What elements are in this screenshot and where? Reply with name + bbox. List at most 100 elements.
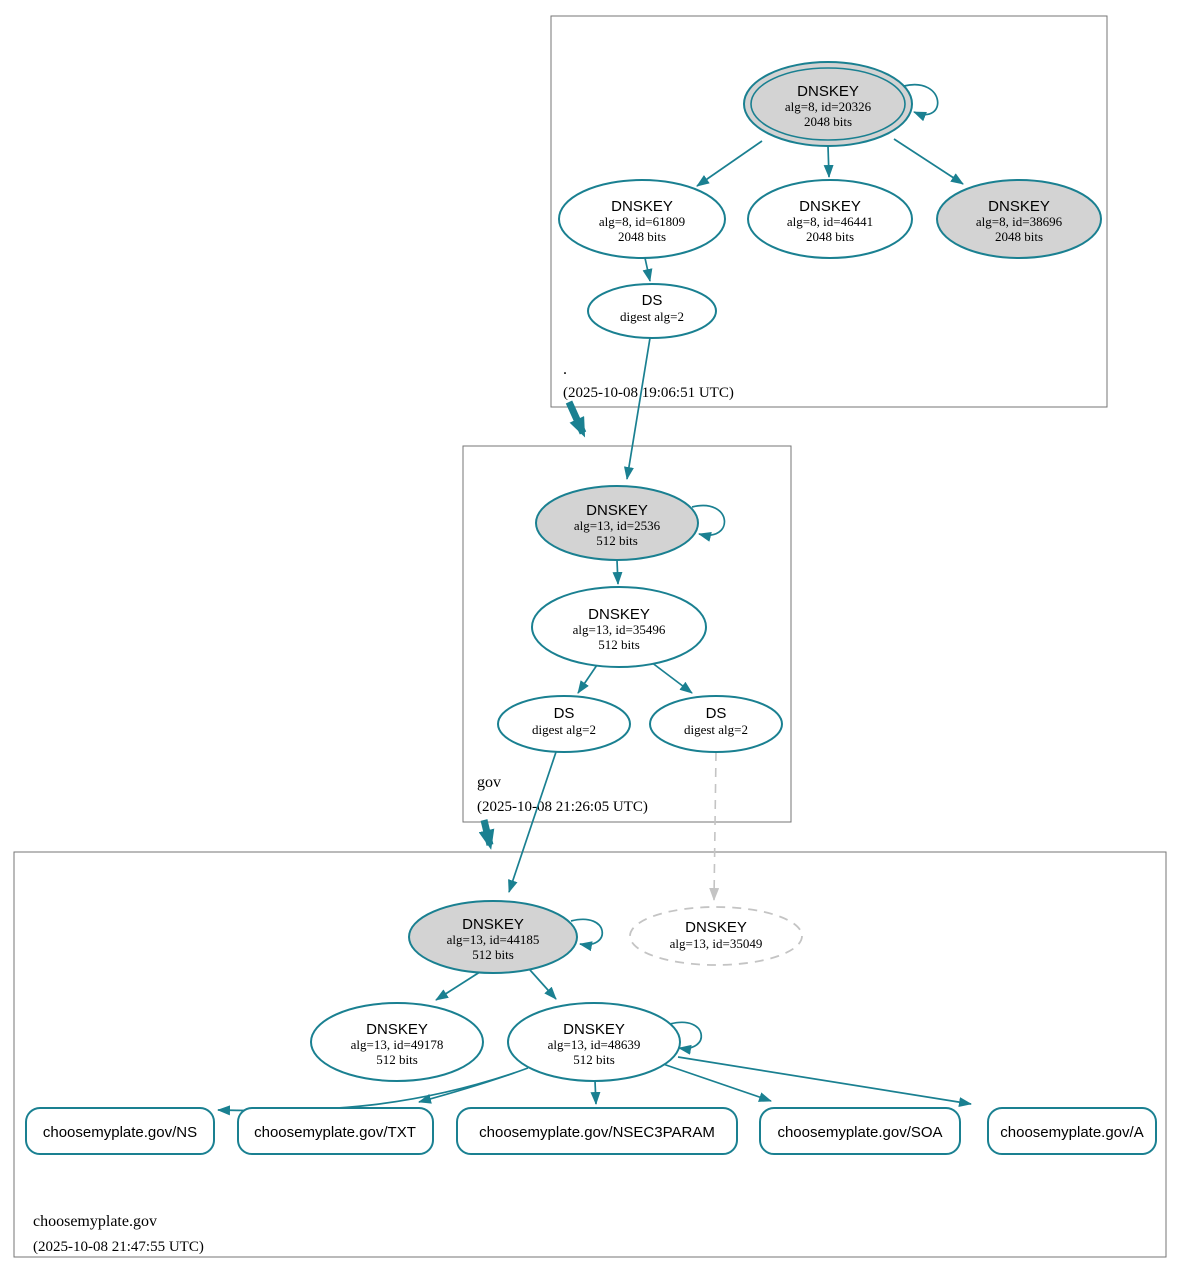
- dnskey-node-46441: DNSKEY alg=8, id=46441 2048 bits: [747, 179, 913, 259]
- dnskey-2536-title: DNSKEY: [586, 502, 648, 519]
- dnskey-49178-alg-id: alg=13, id=49178: [351, 1037, 444, 1052]
- self-loop-44185: [570, 918, 604, 952]
- dnskey-node-35496: DNSKEY alg=13, id=35496 512 bits: [531, 586, 707, 668]
- dnskey-node-61809: DNSKEY alg=8, id=61809 2048 bits: [558, 179, 726, 259]
- dnskey-38696-bits: 2048 bits: [995, 229, 1043, 244]
- dnskey-node-48639: DNSKEY alg=13, id=48639 512 bits: [507, 1002, 681, 1082]
- rrsig-edge-20326-61809: [696, 140, 763, 187]
- ds-edge-root-to-gov-ksk: [623, 337, 651, 480]
- dnskey-48639-alg-id: alg=13, id=48639: [548, 1037, 641, 1052]
- dnskey-49178-ellipse: [310, 1002, 484, 1082]
- zone-timestamp-choosemyplate-gov: (2025-10-08 21:47:55 UTC): [33, 1239, 204, 1255]
- dnskey-61809-alg-id: alg=8, id=61809: [599, 214, 685, 229]
- rrsig-edge-48639-txt: [418, 1067, 529, 1104]
- dnskey-20326-alg-id: alg=8, id=20326: [785, 99, 872, 114]
- dnskey-node-49178: DNSKEY alg=13, id=49178 512 bits: [310, 1002, 484, 1082]
- rrsig-edge-20326-46441: [823, 145, 834, 178]
- dnskey-20326-title: DNSKEY: [797, 83, 859, 100]
- rrset-nsec3param-label: choosemyplate.gov/NSEC3PARAM: [479, 1124, 715, 1141]
- rrset-txt-box: [237, 1107, 434, 1155]
- rrsig-edge-48639-soa: [662, 1063, 772, 1102]
- rrsig-edge-2536-35496: [612, 559, 623, 585]
- rrset-nsec3param-box: [456, 1107, 738, 1155]
- dnskey-44185-alg-id: alg=13, id=44185: [447, 932, 540, 947]
- rrset-a-box: [987, 1107, 1157, 1155]
- rrset-node-ns: choosemyplate.gov/NS: [25, 1107, 215, 1155]
- ds-root-digest: digest alg=2: [620, 309, 684, 324]
- dnskey-49178-bits: 512 bits: [376, 1052, 418, 1067]
- rrset-ns-label: choosemyplate.gov/NS: [43, 1124, 197, 1141]
- ds-gov-right-title: DS: [706, 705, 727, 722]
- self-loop-2536: [691, 504, 726, 542]
- ds-gov-right-digest: digest alg=2: [684, 722, 748, 737]
- rrset-txt-label: choosemyplate.gov/TXT: [254, 1124, 416, 1141]
- rrset-node-a: choosemyplate.gov/A: [987, 1107, 1157, 1155]
- dnskey-35049-title: DNSKEY: [685, 919, 747, 936]
- rrset-soa-box: [759, 1107, 961, 1155]
- rrset-soa-label: choosemyplate.gov/SOA: [777, 1124, 942, 1141]
- self-loop-20326: [903, 83, 939, 122]
- dnskey-48639-title: DNSKEY: [563, 1021, 625, 1038]
- rrsig-edge-44185-49178: [435, 969, 484, 1001]
- dnskey-35496-title: DNSKEY: [588, 606, 650, 623]
- dnskey-44185-ellipse: [408, 900, 578, 974]
- delegation-arrow-root-gov: [565, 400, 587, 438]
- rrset-node-nsec3param: choosemyplate.gov/NSEC3PARAM: [456, 1107, 738, 1155]
- ds-root-title: DS: [642, 292, 663, 309]
- rrset-node-txt: choosemyplate.gov/TXT: [237, 1107, 434, 1155]
- dnskey-49178-title: DNSKEY: [366, 1021, 428, 1038]
- dnskey-44185-bits: 512 bits: [472, 947, 514, 962]
- dnskey-38696-ellipse: [936, 179, 1102, 259]
- edge-61809-ds: [642, 257, 653, 282]
- ds-node-gov-left: DS digest alg=2: [497, 695, 631, 753]
- dnskey-38696-title: DNSKEY: [988, 198, 1050, 215]
- dnskey-2536-ellipse: [535, 485, 699, 561]
- ds-root-ellipse: [587, 283, 717, 339]
- dnskey-35496-bits: 512 bits: [598, 637, 640, 652]
- dnskey-20326-inner-ring: [750, 67, 906, 141]
- dnskey-20326-outer-ring: [743, 61, 913, 147]
- dnskey-61809-bits: 2048 bits: [618, 229, 666, 244]
- dnskey-35049-dashed-ellipse: [629, 906, 803, 966]
- dnskey-46441-ellipse: [747, 179, 913, 259]
- ds-node-root: DS digest alg=2: [587, 283, 717, 339]
- dnskey-node-35049-missing: DNSKEY alg=13, id=35049: [629, 906, 803, 966]
- self-loop-48639: [669, 1021, 703, 1055]
- dnskey-44185-title: DNSKEY: [462, 916, 524, 933]
- zone-timestamp-root: (2025-10-08 19:06:51 UTC): [563, 385, 734, 401]
- ds-gov-left-digest: digest alg=2: [532, 722, 596, 737]
- dnskey-node-38696: DNSKEY alg=8, id=38696 2048 bits: [936, 179, 1102, 259]
- dnskey-61809-title: DNSKEY: [611, 198, 673, 215]
- dnskey-46441-alg-id: alg=8, id=46441: [787, 214, 873, 229]
- ds-gov-left-title: DS: [554, 705, 575, 722]
- zone-timestamp-gov: (2025-10-08 21:26:05 UTC): [477, 799, 648, 815]
- dnskey-35496-alg-id: alg=13, id=35496: [573, 622, 666, 637]
- ds-node-gov-right: DS digest alg=2: [649, 695, 783, 753]
- rrset-ns-box: [25, 1107, 215, 1155]
- dnskey-46441-title: DNSKEY: [799, 198, 861, 215]
- dnskey-2536-alg-id: alg=13, id=2536: [574, 518, 661, 533]
- zone-name-gov: gov: [477, 774, 501, 791]
- dnskey-node-2536-ksk: DNSKEY alg=13, id=2536 512 bits: [535, 485, 699, 561]
- edge-35496-ds-right: [650, 661, 693, 694]
- ds-edge-missing-35049: [709, 751, 720, 901]
- ds-gov-right-ellipse: [649, 695, 783, 753]
- dnskey-46441-bits: 2048 bits: [806, 229, 854, 244]
- ds-edge-gov-to-cmp-ksk: [508, 751, 557, 893]
- dnskey-48639-ellipse: [507, 1002, 681, 1082]
- dnskey-61809-ellipse: [558, 179, 726, 259]
- dnskey-48639-bits: 512 bits: [573, 1052, 615, 1067]
- dnskey-38696-alg-id: alg=8, id=38696: [976, 214, 1063, 229]
- edge-35496-ds-left: [577, 664, 598, 694]
- rrsig-edge-48639-nsec3param: [590, 1080, 601, 1105]
- zone-name-choosemyplate-gov: choosemyplate.gov: [33, 1213, 157, 1230]
- zone-name-root: .: [563, 361, 567, 378]
- dnskey-35496-ellipse: [531, 586, 707, 668]
- rrset-a-label: choosemyplate.gov/A: [1000, 1124, 1143, 1141]
- dnskey-node-44185-ksk: DNSKEY alg=13, id=44185 512 bits: [408, 900, 578, 974]
- rrsig-edge-44185-48639: [529, 969, 557, 1000]
- ds-gov-left-ellipse: [497, 695, 631, 753]
- dnskey-2536-bits: 512 bits: [596, 533, 638, 548]
